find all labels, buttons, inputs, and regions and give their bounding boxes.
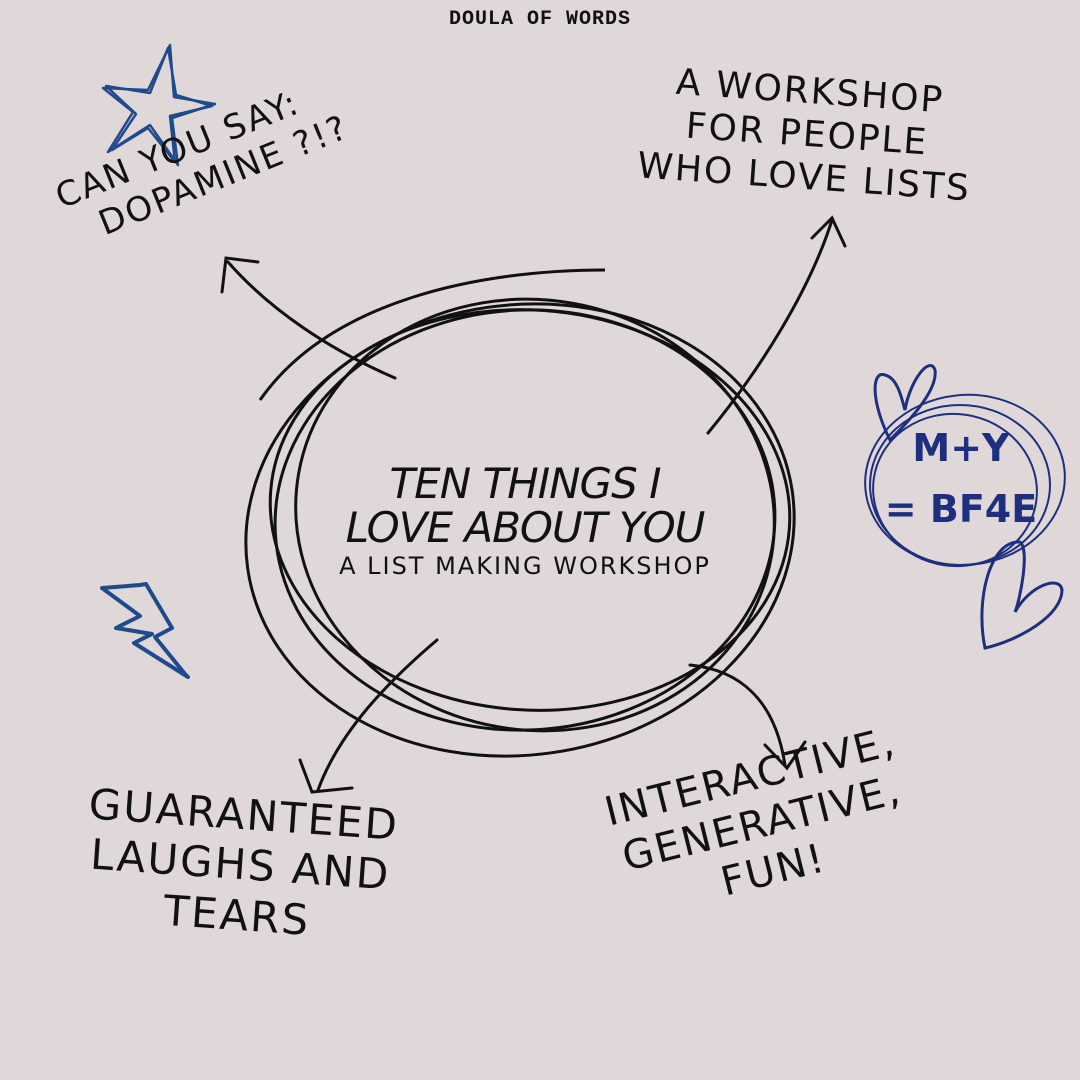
callout-bottom-left: GUARANTEED LAUGHS AND TEARS bbox=[80, 779, 400, 951]
title-line: TEN THINGS I bbox=[389, 459, 662, 508]
scribble-circle bbox=[244, 268, 796, 758]
badge-text: M+Y = BF4E bbox=[876, 418, 1046, 540]
heart-icon bbox=[873, 364, 937, 443]
lightning-icon bbox=[100, 582, 190, 679]
arrow-icon bbox=[220, 215, 847, 794]
subtitle: A LIST MAKING WORKSHOP bbox=[339, 552, 711, 581]
center-title-block: TEN THINGS I LOVE ABOUT YOU A LIST MAKIN… bbox=[290, 459, 760, 581]
badge-line: = BF4E bbox=[884, 486, 1038, 531]
scribble-circle bbox=[864, 393, 1066, 568]
callout-top-right: A WORKSHOP FOR PEOPLE WHO LOVE LISTS bbox=[636, 59, 978, 212]
star-icon bbox=[101, 43, 217, 167]
heart-icon bbox=[980, 540, 1064, 650]
brand-name: DOULA OF WORDS bbox=[448, 8, 632, 31]
badge-line: M+Y bbox=[912, 426, 1010, 470]
title-line: LOVE ABOUT YOU bbox=[345, 503, 706, 553]
